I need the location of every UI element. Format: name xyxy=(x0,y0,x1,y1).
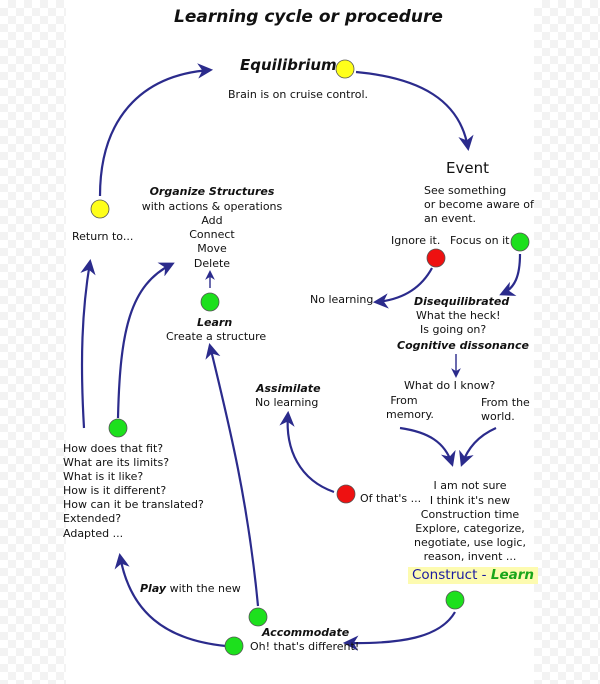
arrow-focus-to-disequilibrated xyxy=(499,253,522,296)
learn-label: Learn xyxy=(197,316,233,329)
event-desc-3: an event. xyxy=(424,212,477,225)
arrow-world-to-not-sure xyxy=(459,426,497,467)
question-6: Extended? xyxy=(63,512,122,525)
accommodate-desc: Oh! that's different! xyxy=(250,640,360,653)
construct-learn-box: Construct - Learn xyxy=(408,567,538,584)
from-world-2: world. xyxy=(481,410,515,423)
organize-line-1: with actions & operations xyxy=(141,200,283,213)
background-pattern-left xyxy=(0,0,66,684)
play-bold: Play xyxy=(140,582,167,595)
question-7: Adapted ... xyxy=(63,527,124,540)
question-5: How can it be translated? xyxy=(63,498,204,511)
from-memory-2: memory. xyxy=(386,408,434,421)
event-desc-1: See something xyxy=(424,184,507,197)
arrow-return-to-equilibrium xyxy=(98,63,214,197)
disequilibrated-line-2: Is going on? xyxy=(420,323,487,336)
not-sure-line-5: negotiate, use logic, xyxy=(414,536,526,549)
organize-label: Organize Structures xyxy=(149,185,275,198)
focus-green-dot xyxy=(510,232,530,252)
not-sure-line-3: Construction time xyxy=(420,508,520,521)
organize-line-4: Move xyxy=(197,242,227,255)
assimilate-label: Assimilate xyxy=(256,382,321,395)
learn-green-dot xyxy=(200,292,220,312)
what-do-i-know-label: What do I know? xyxy=(404,379,496,392)
disequilibrated-label: Disequilibrated xyxy=(414,295,510,308)
accommodate-label: Accommodate xyxy=(262,626,350,639)
event-label: Event xyxy=(446,159,489,177)
play-label: Play with the new xyxy=(140,582,241,597)
organize-line-2: Add xyxy=(201,214,223,227)
equilibrium-desc: Brain is on cruise control. xyxy=(228,88,369,101)
organize-line-3: Connect xyxy=(189,228,235,241)
arrow-accommodate-to-learn xyxy=(205,343,260,607)
play-rest: with the new xyxy=(166,582,241,595)
not-sure-line-6: reason, invent ... xyxy=(423,550,517,563)
accommodate-green-dot-left xyxy=(224,636,244,656)
arrow-equilibrium-to-event xyxy=(355,70,474,152)
arrow-memory-to-not-sure xyxy=(399,426,456,467)
organize-line-5: Delete xyxy=(193,257,231,270)
arrow-questions-to-organize xyxy=(116,262,175,419)
construct-learn-label: Learn xyxy=(490,567,534,583)
ignore-red-dot xyxy=(426,248,446,268)
question-1: How does that fit? xyxy=(63,442,164,455)
no-learning-label: No learning xyxy=(310,293,374,306)
arrow-questions-to-return xyxy=(80,258,96,429)
from-memory-1: From xyxy=(390,394,418,407)
not-sure-line-4: Explore, categorize, xyxy=(415,522,525,535)
accommodate-green-dot-right xyxy=(248,607,268,627)
ofthats-red-dot xyxy=(336,484,356,504)
not-sure-line-2: I think it's new xyxy=(429,494,511,507)
background-pattern-right xyxy=(534,0,600,684)
assimilate-desc: No learning xyxy=(255,396,319,409)
equilibrium-yellow-dot xyxy=(335,59,355,79)
arrow-construct-to-accommodate xyxy=(342,611,456,651)
learn-desc: Create a structure xyxy=(166,330,267,343)
disequilibrated-line-1: What the heck! xyxy=(416,309,501,322)
questions-green-dot xyxy=(108,418,128,438)
arrow-accommodate-to-play xyxy=(114,552,227,648)
question-3: What is it like? xyxy=(63,470,144,483)
not-sure-line-1: I am not sure xyxy=(433,479,507,492)
construct-green-dot xyxy=(445,590,465,610)
ignore-label: Ignore it. xyxy=(391,234,441,247)
return-to-label: Return to... xyxy=(72,230,134,243)
question-4: How is it different? xyxy=(63,484,167,497)
cognitive-dissonance-label: Cognitive dissonance xyxy=(397,339,529,352)
arrow-ofthats-to-assimilate xyxy=(279,410,335,494)
event-desc-2: or become aware of xyxy=(424,198,534,211)
from-world-1: From the xyxy=(481,396,530,409)
arrow-ignore-to-no-learning xyxy=(372,267,433,309)
equilibrium-label: Equilibrium xyxy=(240,56,337,74)
diagram-title: Learning cycle or procedure xyxy=(174,7,443,27)
construct-label: Construct - xyxy=(412,567,491,583)
of-thats-label: Of that's ... xyxy=(360,492,422,505)
focus-label: Focus on it xyxy=(450,234,510,247)
question-2: What are its limits? xyxy=(63,456,170,469)
return-yellow-dot xyxy=(90,199,110,219)
